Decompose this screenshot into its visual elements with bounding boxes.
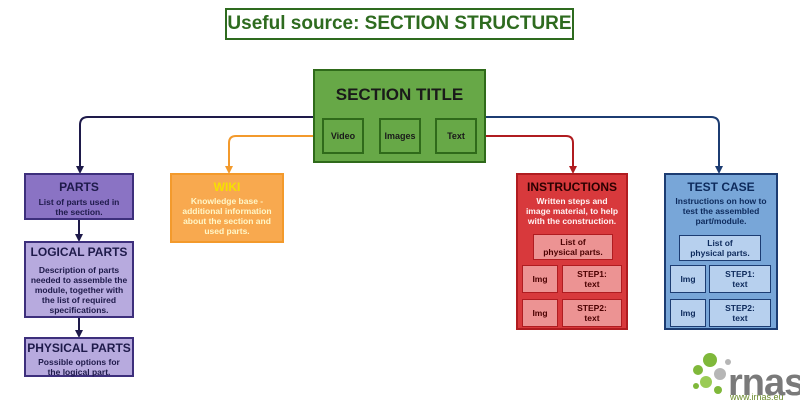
test-step2-line: text [732, 313, 748, 323]
instructions-img-1: Img [522, 265, 558, 293]
instructions-box: INSTRUCTIONS Written steps and image mat… [516, 173, 628, 330]
instructions-step-2: STEP2: text [562, 299, 622, 327]
instr-list-line: List of [560, 237, 586, 247]
wiki-box: WIKI Knowledge base - additional informa… [170, 173, 284, 243]
instr-step2-line: text [584, 313, 600, 323]
test-desc-line: part/module. [695, 216, 747, 226]
instr-desc-line: Written steps and [536, 196, 608, 206]
test-step1-line: STEP1: [725, 269, 755, 279]
logical-desc-line: module, together with [34, 285, 124, 295]
test-step1-line: text [732, 279, 748, 289]
test-case-step-2: STEP2: text [709, 299, 771, 327]
arrow-to-test-case [486, 116, 723, 174]
wiki-desc-line: additional information [182, 206, 272, 216]
instr-step1-line: STEP1: [577, 269, 607, 279]
instr-step1-line: text [584, 279, 600, 289]
wiki-desc-line: used parts. [204, 226, 250, 236]
physical-desc-line: the logical part. [47, 367, 111, 377]
physical-parts-title: PHYSICAL PARTS [27, 341, 131, 355]
section-title-box: SECTION TITLE Video Images Text [313, 69, 486, 163]
instructions-desc: Written steps and image material, to hel… [518, 196, 626, 226]
instructions-img-2: Img [522, 299, 558, 327]
diagram-title: Useful source: SECTION STRUCTURE [225, 8, 574, 40]
physical-parts-box: PHYSICAL PARTS Possible options for the … [24, 337, 134, 377]
instr-desc-line: image material, to help [525, 206, 619, 216]
video-chip: Video [322, 118, 364, 154]
test-case-parts-list: List of physical parts. [679, 235, 761, 261]
wiki-title: WIKI [213, 180, 241, 194]
parts-box: PARTS List of parts used in the section. [24, 173, 134, 220]
physical-parts-desc: Possible options for the logical part. [26, 357, 132, 377]
logical-desc-line: specifications. [49, 305, 109, 315]
logical-parts-title: LOGICAL PARTS [30, 245, 128, 259]
wiki-desc: Knowledge base - additional information … [172, 196, 282, 236]
test-case-step-1: STEP1: text [709, 265, 771, 293]
test-list-line: List of [707, 238, 733, 248]
test-desc-line: Instructions on how to [675, 196, 767, 206]
wiki-desc-line: about the section and [183, 216, 271, 226]
test-case-img-2: Img [670, 299, 706, 327]
text-chip: Text [435, 118, 477, 154]
physical-desc-line: Possible options for [38, 357, 120, 367]
logical-desc-line: the list of required [41, 295, 117, 305]
parts-title: PARTS [59, 180, 99, 194]
logical-desc-line: needed to assemble the [30, 275, 128, 285]
logical-parts-desc: Description of parts needed to assemble … [26, 265, 132, 315]
instructions-parts-list: List of physical parts. [533, 234, 613, 260]
instructions-step-1: STEP1: text [562, 265, 622, 293]
arrow-to-parts [76, 116, 313, 174]
instr-list-line: physical parts. [543, 247, 603, 257]
irnas-logo-icon [693, 353, 731, 394]
logical-parts-box: LOGICAL PARTS Description of parts neede… [24, 241, 134, 318]
test-case-title: TEST CASE [687, 180, 755, 194]
parts-desc-line: the section. [55, 207, 103, 217]
instructions-title: INSTRUCTIONS [527, 180, 617, 194]
parts-desc-line: List of parts used in [38, 197, 120, 207]
section-title-label: SECTION TITLE [335, 85, 464, 104]
images-chip: Images [379, 118, 421, 154]
irnas-logo-text: rnas [728, 362, 800, 404]
arrow-to-instructions [486, 135, 577, 174]
irnas-url: www.irnas.eu [730, 392, 784, 402]
test-desc-line: test the assembled [682, 206, 760, 216]
wiki-desc-line: Knowledge base - [190, 196, 264, 206]
instr-step2-line: STEP2: [577, 303, 607, 313]
logical-desc-line: Description of parts [38, 265, 120, 275]
instr-desc-line: with the construction. [527, 216, 617, 226]
arrow-to-wiki [225, 135, 313, 174]
test-case-box: TEST CASE Instructions on how to test th… [664, 173, 778, 330]
test-step2-line: STEP2: [725, 303, 755, 313]
test-case-desc: Instructions on how to test the assemble… [666, 196, 776, 226]
test-case-img-1: Img [670, 265, 706, 293]
test-list-line: physical parts. [690, 248, 750, 258]
parts-desc: List of parts used in the section. [26, 197, 132, 217]
